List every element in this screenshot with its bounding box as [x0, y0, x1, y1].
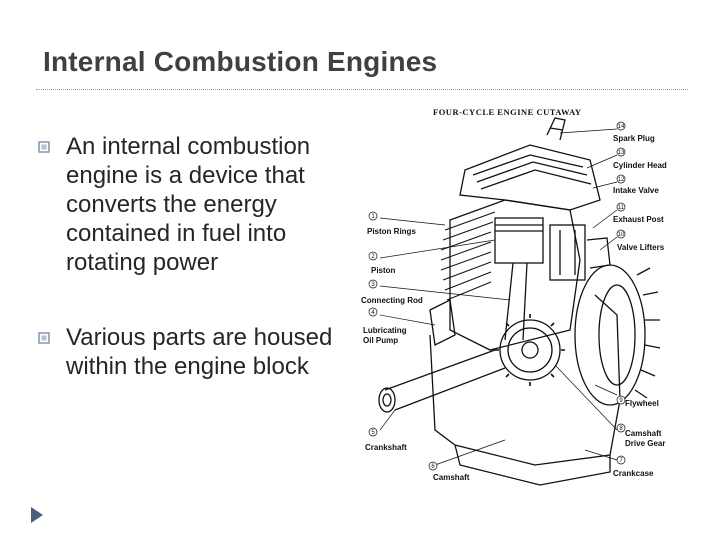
play-arrow-icon[interactable]: [30, 506, 44, 524]
callout-number: 13: [618, 150, 625, 156]
callout-number: 4: [371, 310, 375, 316]
engine-cutaway-diagram: FOUR-CYCLE ENGINE CUTAWAY: [355, 100, 690, 495]
bullet-item: Various parts are housed within the engi…: [38, 323, 368, 381]
label-intake-valve: Intake Valve: [613, 186, 659, 195]
callout-number: 10: [618, 232, 625, 238]
label-piston-rings: Piston Rings: [367, 227, 416, 236]
bullet-text: An internal combustion engine is a devic…: [66, 133, 311, 276]
callout-number: 3: [371, 282, 375, 288]
label-crankcase: Crankcase: [613, 469, 654, 478]
slide-title: Internal Combustion Engines: [43, 46, 438, 77]
title-divider: [36, 89, 688, 90]
label-valve-lifters: Valve Lifters: [617, 243, 665, 252]
callout-markers: [368, 121, 626, 471]
callout-number: 9: [619, 398, 623, 404]
leader-lines: [379, 128, 618, 466]
callout-number: 14: [618, 124, 625, 130]
callout-number: 7: [619, 458, 623, 464]
callout-number: 12: [618, 177, 625, 183]
label-connecting-rod: Connecting Rod: [361, 296, 423, 305]
diagram-heading: FOUR-CYCLE ENGINE CUTAWAY: [433, 107, 582, 117]
bullet-text: Various parts are housed within the engi…: [66, 324, 333, 380]
engine-illustration: [378, 117, 661, 486]
callout-number: 5: [371, 430, 375, 436]
label-flywheel: Flywheel: [625, 399, 659, 408]
label-camshaft: Camshaft: [433, 473, 470, 482]
callout-number: 11: [618, 205, 625, 211]
callout-number: 1: [371, 214, 375, 220]
bullet-list: An internal combustion engine is a devic…: [38, 132, 368, 381]
label-cylinder-head: Cylinder Head: [613, 161, 667, 170]
callout-number: 2: [371, 254, 375, 260]
label-crankshaft: Crankshaft: [365, 443, 407, 452]
callout-number: 6: [431, 464, 435, 470]
hollow-square-bullet-icon: [38, 141, 50, 153]
callout-number: 8: [619, 426, 623, 432]
label-piston: Piston: [371, 266, 396, 275]
hollow-square-bullet-icon: [38, 332, 50, 344]
bullet-item: An internal combustion engine is a devic…: [38, 132, 368, 277]
label-spark-plug: Spark Plug: [613, 134, 655, 143]
label-exhaust-post: Exhaust Post: [613, 215, 664, 224]
